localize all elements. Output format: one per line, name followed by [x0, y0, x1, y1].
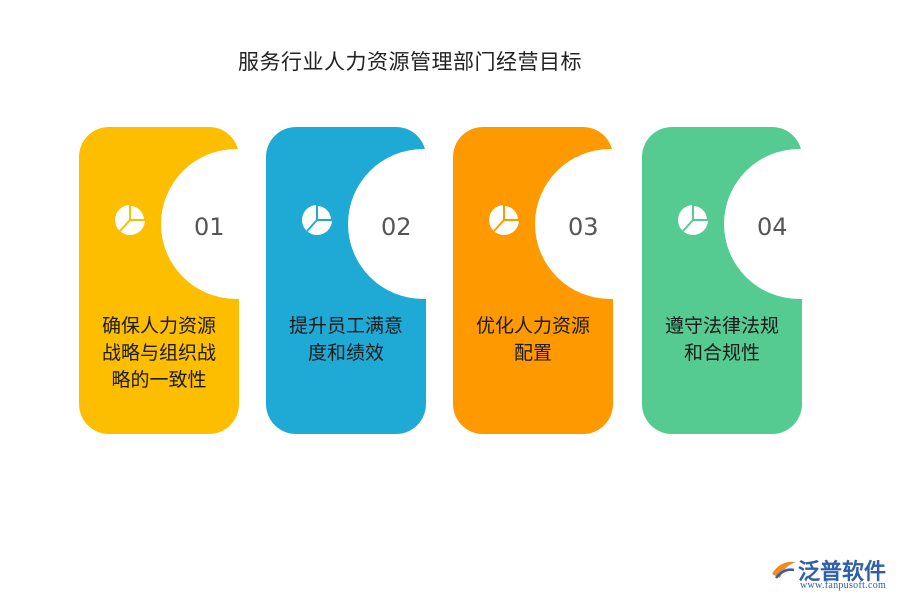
card-label: 优化人力资源配置 — [475, 315, 590, 364]
goal-card-3: 03 优化人力资源配置 — [453, 127, 613, 434]
card-label: 遵守法律法规和合规性 — [664, 315, 779, 364]
goal-card-4: 04 遵守法律法规和合规性 — [642, 127, 802, 434]
pie-chart-icon — [489, 203, 521, 235]
goal-card-1: 01 确保人力资源战略与组织战略的一致性 — [79, 127, 239, 434]
goal-card-2: 02 提升员工满意度和绩效 — [266, 127, 426, 434]
pie-chart-icon — [302, 203, 334, 235]
card-number: 02 — [381, 213, 412, 241]
pie-chart-icon — [115, 203, 147, 235]
logo-mark-icon — [772, 561, 796, 579]
card-label: 确保人力资源战略与组织战略的一致性 — [101, 315, 216, 391]
pie-chart-icon — [678, 203, 710, 235]
card-number: 01 — [194, 213, 225, 241]
page-title: 服务行业人力资源管理部门经营目标 — [238, 50, 582, 74]
card-number: 04 — [757, 213, 788, 241]
card-number: 03 — [568, 213, 599, 241]
logo-brand-text: 泛普软件 — [798, 560, 887, 585]
card-label: 提升员工满意度和绩效 — [288, 315, 403, 364]
logo-url-text: www.fanpusoft.com — [800, 580, 887, 591]
